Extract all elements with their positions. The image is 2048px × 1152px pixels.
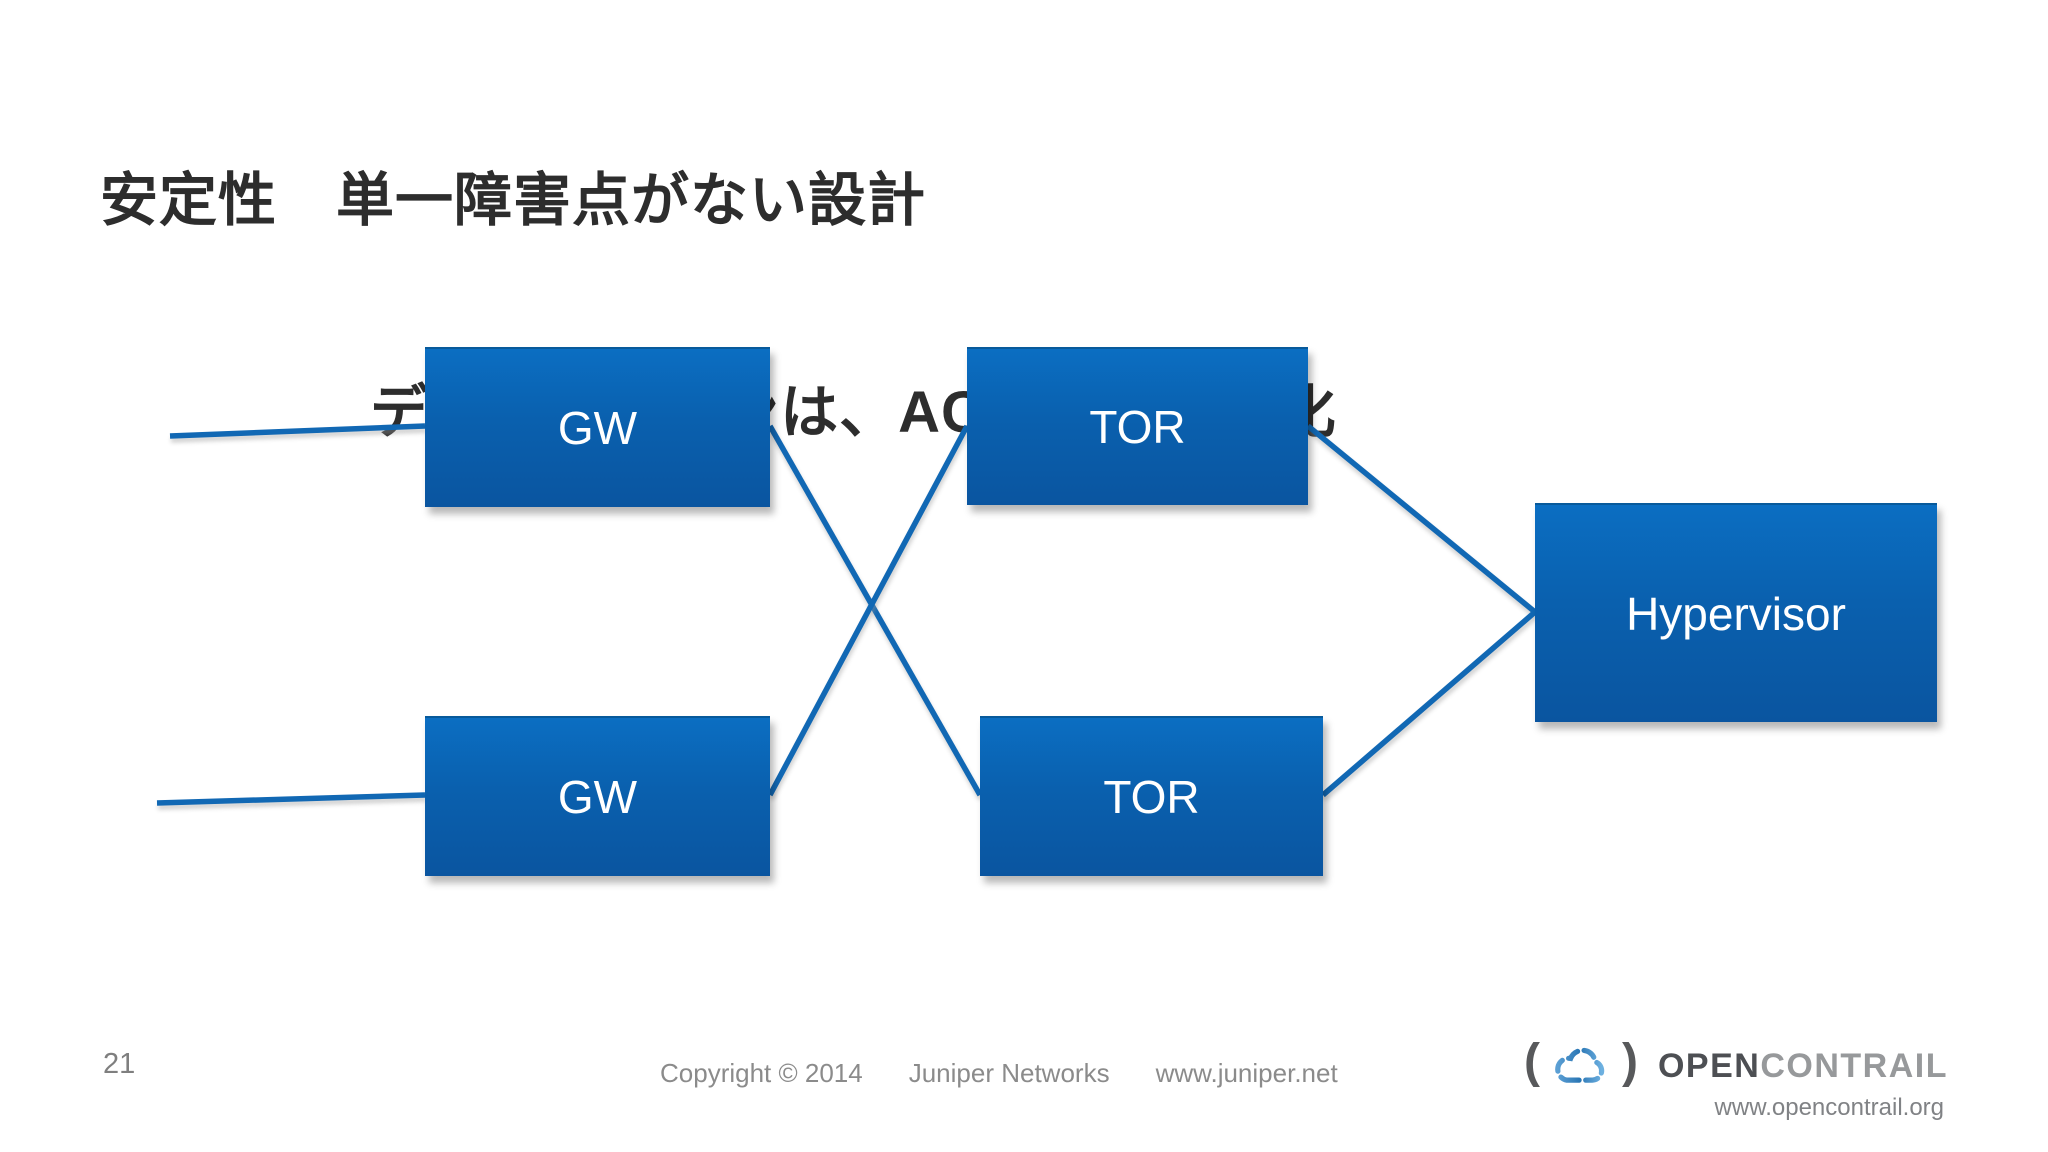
- footer-copyright: Copyright © 2014: [660, 1058, 863, 1088]
- cloud-icon: [1555, 1047, 1605, 1083]
- connector-line: [156, 792, 426, 806]
- connector-line: [1321, 609, 1537, 798]
- diagram-node-gw-bottom: GW: [425, 716, 770, 876]
- node-label: GW: [557, 402, 638, 454]
- footer-url: www.juniper.net: [1155, 1058, 1338, 1088]
- logo-wordmark: OPENCONTRAIL: [1658, 1049, 1948, 1083]
- footer-company: Juniper Networks: [908, 1058, 1110, 1088]
- diagram-node-gw-top: GW: [425, 347, 770, 507]
- diagram-node-hypervisor: Hypervisor: [1535, 503, 1937, 722]
- slide-title-line1: 安定性 単一障害点がない設計: [100, 167, 927, 233]
- logo-wordmark-contrail: CONTRAIL: [1760, 1047, 1948, 1085]
- logo-paren-close: ): [1622, 1035, 1638, 1088]
- logo-wordmark-open: OPEN: [1657, 1047, 1761, 1085]
- node-label: TOR: [1089, 401, 1186, 453]
- logo-url: www.opencontrail.org: [1714, 1094, 1944, 1121]
- node-label: GW: [557, 771, 638, 823]
- logo-row: ( ) OPENCONTRAIL: [1524, 1038, 1948, 1090]
- logo-paren-open: (: [1524, 1035, 1540, 1088]
- diagram-node-tor-bottom: TOR: [980, 716, 1323, 876]
- page-number: 21: [103, 1048, 136, 1080]
- opencontrail-logo: ( ) OPENCONTRAIL www.opencontrail.org: [1524, 1038, 1948, 1122]
- diagram-node-tor-top: TOR: [967, 347, 1308, 505]
- node-label: Hypervisor: [1626, 587, 1846, 640]
- connector-line: [1306, 423, 1537, 615]
- footer: Copyright © 2014 Juniper Networks www.ju…: [660, 1058, 1338, 1089]
- node-label: TOR: [1103, 771, 1200, 823]
